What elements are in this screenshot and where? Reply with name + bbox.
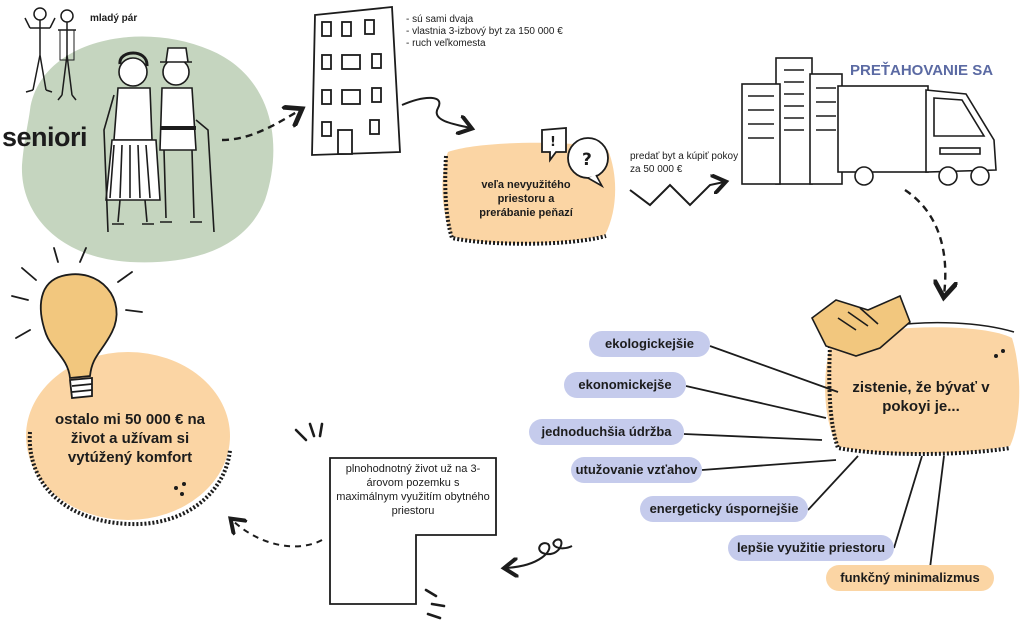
seniors-illustration [103, 47, 215, 233]
benefit-pill: jednoduchšia údržba [529, 419, 684, 445]
couple-notes-list: - sú sami dvaja - vlastnia 3-izbový byt … [406, 14, 626, 50]
full-life-text: plnohodnotný život už na 3-árovom pozemk… [336, 463, 490, 517]
apartment-building-illustration [311, 6, 401, 156]
arrow-seniors-to-building [221, 110, 300, 142]
young-couple-label: mladý pár [90, 13, 138, 24]
spiral-arrow [506, 538, 573, 568]
full-life-shape [329, 457, 497, 605]
moving-title: PREŤAHOVANIE SA [850, 62, 994, 79]
young-couple-illustration [24, 7, 77, 101]
sparkle-marks [294, 422, 446, 620]
light-bulb-illustration [11, 247, 143, 399]
benefit-pill: utužovanie vzťahov [571, 457, 702, 483]
svg-text:!: ! [550, 135, 556, 150]
result-text: ostalo mi 50 000 € na život a užívam si … [54, 411, 206, 466]
benefit-pill: energeticky úspornejšie [640, 496, 808, 522]
seniors-label: seniori [2, 122, 88, 152]
handshake-illustration [810, 294, 911, 357]
note-item: - vlastnia 3-izbový byt za 150 000 € [406, 26, 563, 37]
svg-text:?: ? [582, 150, 592, 170]
benefit-pill: ekologickejšie [589, 331, 710, 357]
benefit-pill: funkčný minimalizmus [826, 565, 994, 591]
arrow-to-result [232, 520, 323, 548]
arrow-truck-to-finding [904, 189, 945, 295]
arrow-building-to-problem [401, 96, 470, 128]
zigzag-arrow [629, 182, 724, 207]
sell-buy-text: predať byt a kúpiť pokoy za 50 000 € [630, 151, 739, 175]
benefit-connectors [683, 345, 945, 569]
note-item: - ruch veľkomesta [406, 38, 486, 49]
truck-and-city-illustration [741, 57, 997, 186]
note-item: - sú sami dvaja [406, 14, 474, 25]
benefit-pill: ekonomickejše [564, 372, 686, 398]
benefit-pill: lepšie využitie priestoru [728, 535, 894, 561]
problem-bubble-shape: ! ? [442, 127, 616, 246]
finding-text: zistenie, že bývať v pokoyi je... [852, 379, 990, 415]
problem-text: veľa nevyužitého priestoru a prerábanie … [479, 179, 573, 219]
